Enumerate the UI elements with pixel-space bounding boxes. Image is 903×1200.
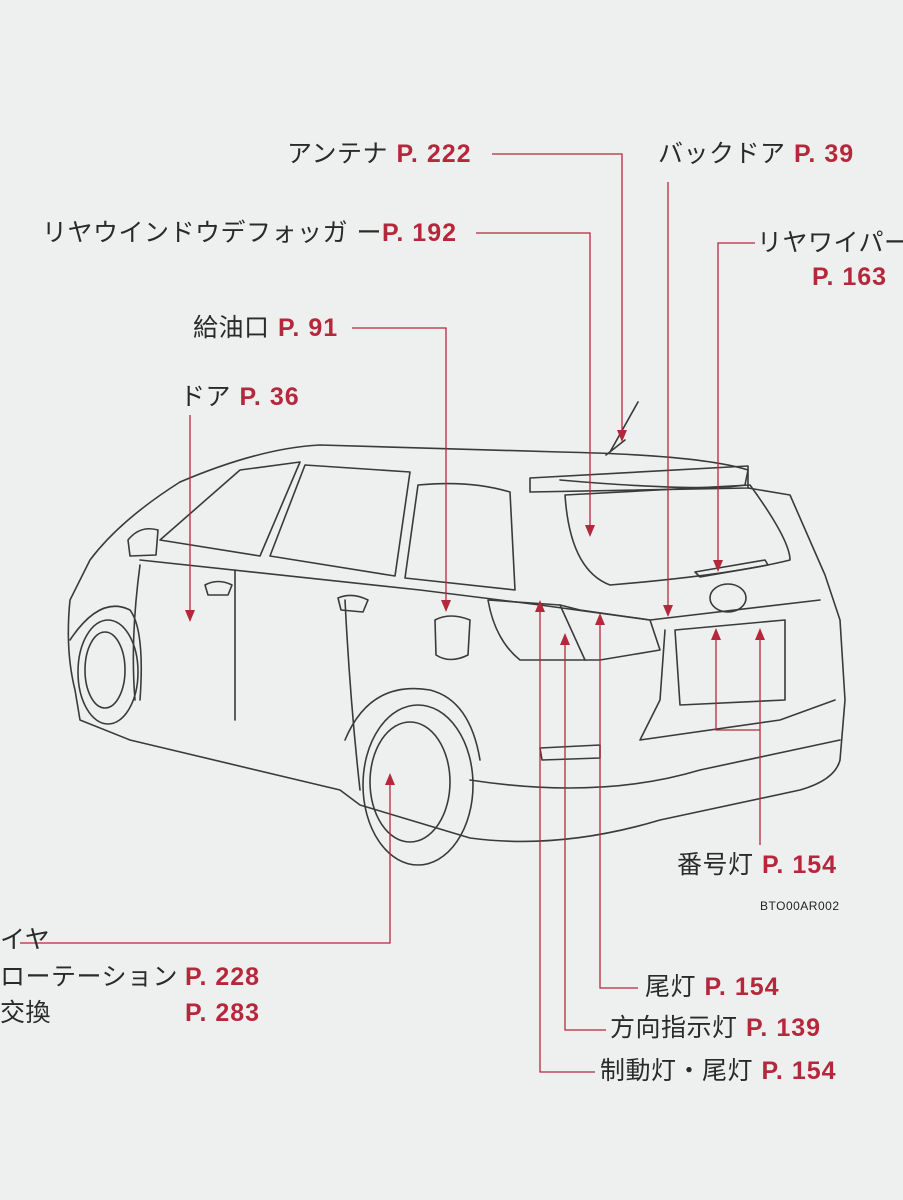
tail-lamp	[487, 599, 661, 661]
rear-wiper-shape	[694, 559, 769, 578]
antenna-page-ref[interactable]: P. 222	[396, 140, 472, 168]
license-plate	[674, 619, 786, 706]
tire-text: イヤ	[0, 925, 51, 954]
leader-brake	[539, 612, 595, 1073]
rear-defogger-page-ref[interactable]: P. 192	[381, 219, 458, 247]
fuel-door-page-ref[interactable]: P. 91	[277, 314, 339, 342]
body-outline	[67, 481, 846, 843]
fuel-door-shape	[434, 615, 471, 661]
label-tire-replace: 交換	[0, 998, 51, 1028]
brake-tail-light-text: 制動灯・尾灯	[600, 1056, 754, 1085]
front-wheel-arch	[69, 605, 143, 701]
license-light-text: 番号灯	[677, 850, 754, 879]
turn-signal-page-ref[interactable]: P. 139	[745, 1014, 822, 1042]
label-door: ドア P. 36	[180, 382, 300, 412]
license-light-page-ref[interactable]: P. 154	[761, 851, 838, 879]
leader-tire	[20, 785, 391, 944]
label-antenna: アンテナ P. 222	[287, 139, 472, 169]
emblem	[709, 583, 747, 613]
label-fuel-door: 給油口 P. 91	[193, 313, 338, 343]
label-brake-tail-light: 制動灯・尾灯 P. 154	[600, 1056, 837, 1086]
leader-antenna	[492, 153, 623, 430]
label-back-door: バックドア P. 39	[658, 139, 854, 169]
quarter-window	[404, 482, 516, 591]
tire-replace-text: 交換	[0, 998, 52, 1027]
leader-defogger	[476, 232, 591, 525]
tire-replace-page-ref[interactable]: P. 283	[185, 999, 261, 1027]
tail-light-page-ref[interactable]: P. 154	[704, 973, 780, 1001]
antenna-text: アンテナ	[287, 139, 389, 168]
front-wheel	[77, 619, 139, 725]
label-license-light: 番号灯 P. 154	[677, 850, 837, 880]
rear-defogger-text: リヤウインドウデフォッガ ー	[42, 218, 382, 247]
antenna-shape	[605, 401, 639, 456]
roof-outline	[179, 444, 749, 489]
rear-wheel-arch	[344, 687, 481, 761]
tire-rotation-page-ref[interactable]: P. 228	[185, 963, 261, 991]
label-rear-wiper-page: P. 163	[812, 262, 887, 292]
rear-door-window	[269, 464, 411, 577]
label-tail-light: 尾灯 P. 154	[645, 972, 780, 1002]
rear-wiper-text: リヤワイパー	[757, 228, 903, 257]
label-turn-signal: 方向指示灯 P. 139	[610, 1013, 821, 1043]
label-tire-replace-page: P. 283	[185, 998, 260, 1028]
back-door-text: バックドア	[658, 139, 786, 168]
label-tire: イヤ	[0, 925, 50, 955]
tail-light-text: 尾灯	[645, 972, 697, 1001]
leader-turn	[564, 645, 606, 1031]
rear-bumper	[469, 739, 841, 789]
label-tire-rotation: ローテーション	[0, 962, 178, 992]
rear-wheel	[362, 704, 474, 866]
label-rear-defogger: リヤウインドウデフォッガ ーP. 192	[42, 218, 457, 248]
back-window	[564, 484, 791, 586]
back-door-page-ref[interactable]: P. 39	[793, 140, 855, 168]
fuel-door-text: 給油口	[193, 313, 270, 342]
turn-signal-text: 方向指示灯	[610, 1013, 738, 1042]
rear-wiper-page-ref[interactable]: P. 163	[812, 263, 888, 291]
tire-rotation-text: ローテーション	[0, 962, 179, 991]
door-text: ドア	[180, 382, 232, 411]
rear-spoiler	[529, 465, 749, 493]
leader-fuel	[352, 327, 447, 600]
label-tire-rotation-page: P. 228	[185, 962, 260, 992]
label-rear-wiper: リヤワイパー	[757, 228, 903, 258]
diagram-code: BTO00AR002	[760, 899, 840, 913]
door-page-ref[interactable]: P. 36	[239, 383, 300, 411]
side-mirror	[127, 527, 159, 557]
brake-tail-light-page-ref[interactable]: P. 154	[761, 1057, 837, 1085]
leader-wiper	[717, 242, 755, 560]
leader-license	[715, 640, 761, 845]
leader-tail	[599, 625, 638, 989]
front-window	[159, 461, 301, 557]
